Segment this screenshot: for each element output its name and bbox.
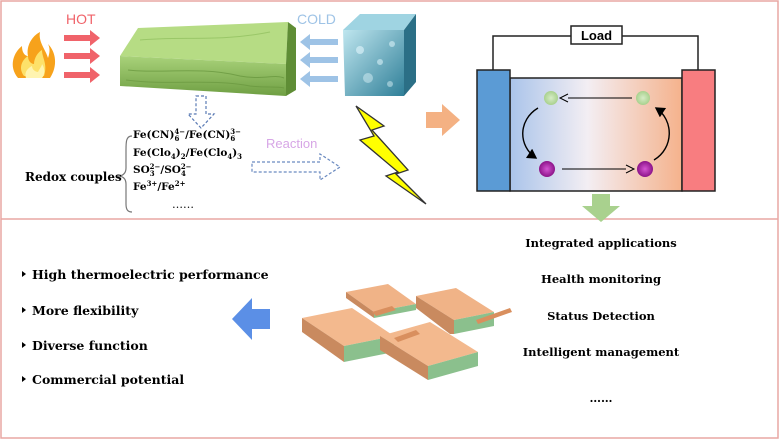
feature-bullet-icon <box>22 376 26 382</box>
feature-item: More flexibility <box>32 303 139 318</box>
load-box <box>570 25 623 45</box>
thermocell: Load <box>476 25 716 192</box>
ion-green-right <box>636 91 650 105</box>
brace <box>117 135 133 213</box>
ion-purple-left <box>539 161 555 177</box>
feature-item: High thermoelectric performance <box>32 267 269 282</box>
hot-arrow-3 <box>64 67 100 83</box>
blue-arrow-left <box>232 298 270 340</box>
reaction-arrow <box>251 152 342 182</box>
ice-cube <box>343 14 416 96</box>
hot-electrode <box>681 69 716 192</box>
cold-electrode <box>476 69 511 192</box>
cold-arrow-3 <box>300 71 338 87</box>
application-item: Integrated applications <box>525 236 677 250</box>
cold-arrow-2 <box>300 52 338 68</box>
circuit-wire-right <box>622 35 699 70</box>
green-arrow-down <box>582 194 620 222</box>
cold-arrow-1 <box>300 34 338 50</box>
hydrogel-slab <box>120 22 296 96</box>
feature-item: Commercial potential <box>32 372 184 387</box>
feature-bullet-icon <box>22 307 26 313</box>
redox-couple-1: Fe(CN)64−/Fe(CN)63− <box>133 127 241 143</box>
ion-arrow-left-curve <box>522 107 539 159</box>
cold-arrows <box>300 34 338 87</box>
circuit-wire-left <box>492 35 571 70</box>
hot-arrow-1 <box>64 30 100 46</box>
application-item: Health monitoring <box>541 272 661 286</box>
application-item: …… <box>590 391 613 405</box>
ion-arrow-right-curve <box>653 107 670 161</box>
redox-couple-3: SO32−/SO42− <box>133 162 192 178</box>
redox-couple-2: Fe(Clo4)2/Fe(Clo4)3 <box>133 147 242 161</box>
lightning-bolt <box>355 105 427 205</box>
cold-label: COLD <box>297 11 336 27</box>
orange-arrow-right <box>426 104 460 136</box>
fire-icon <box>12 32 56 78</box>
application-item: Intelligent management <box>523 345 680 359</box>
feature-item: Diverse function <box>32 338 148 353</box>
redox-list: Fe(CN)64−/Fe(CN)63− Fe(Clo4)2/Fe(Clo4)3SO… <box>133 127 242 193</box>
reaction-label: Reaction <box>266 136 317 151</box>
ion-purple-right <box>637 161 653 177</box>
device-array <box>302 284 512 380</box>
application-item: Status Detection <box>547 309 655 323</box>
ion-green-left <box>544 91 558 105</box>
load-label: Load <box>581 28 612 43</box>
hot-arrow-2 <box>64 48 100 64</box>
hot-arrows <box>64 30 100 83</box>
redox-couple-4: Fe3+/Fe2+ <box>133 179 186 193</box>
redox-ellipsis: …… <box>172 198 194 211</box>
redox-couples-label: Redox couples <box>25 170 122 184</box>
feature-bullet-icon <box>22 342 26 348</box>
dashed-down-arrow <box>186 95 216 129</box>
electrolyte-chamber <box>509 77 683 192</box>
hot-label: HOT <box>66 11 96 27</box>
feature-bullet-icon <box>22 271 26 277</box>
